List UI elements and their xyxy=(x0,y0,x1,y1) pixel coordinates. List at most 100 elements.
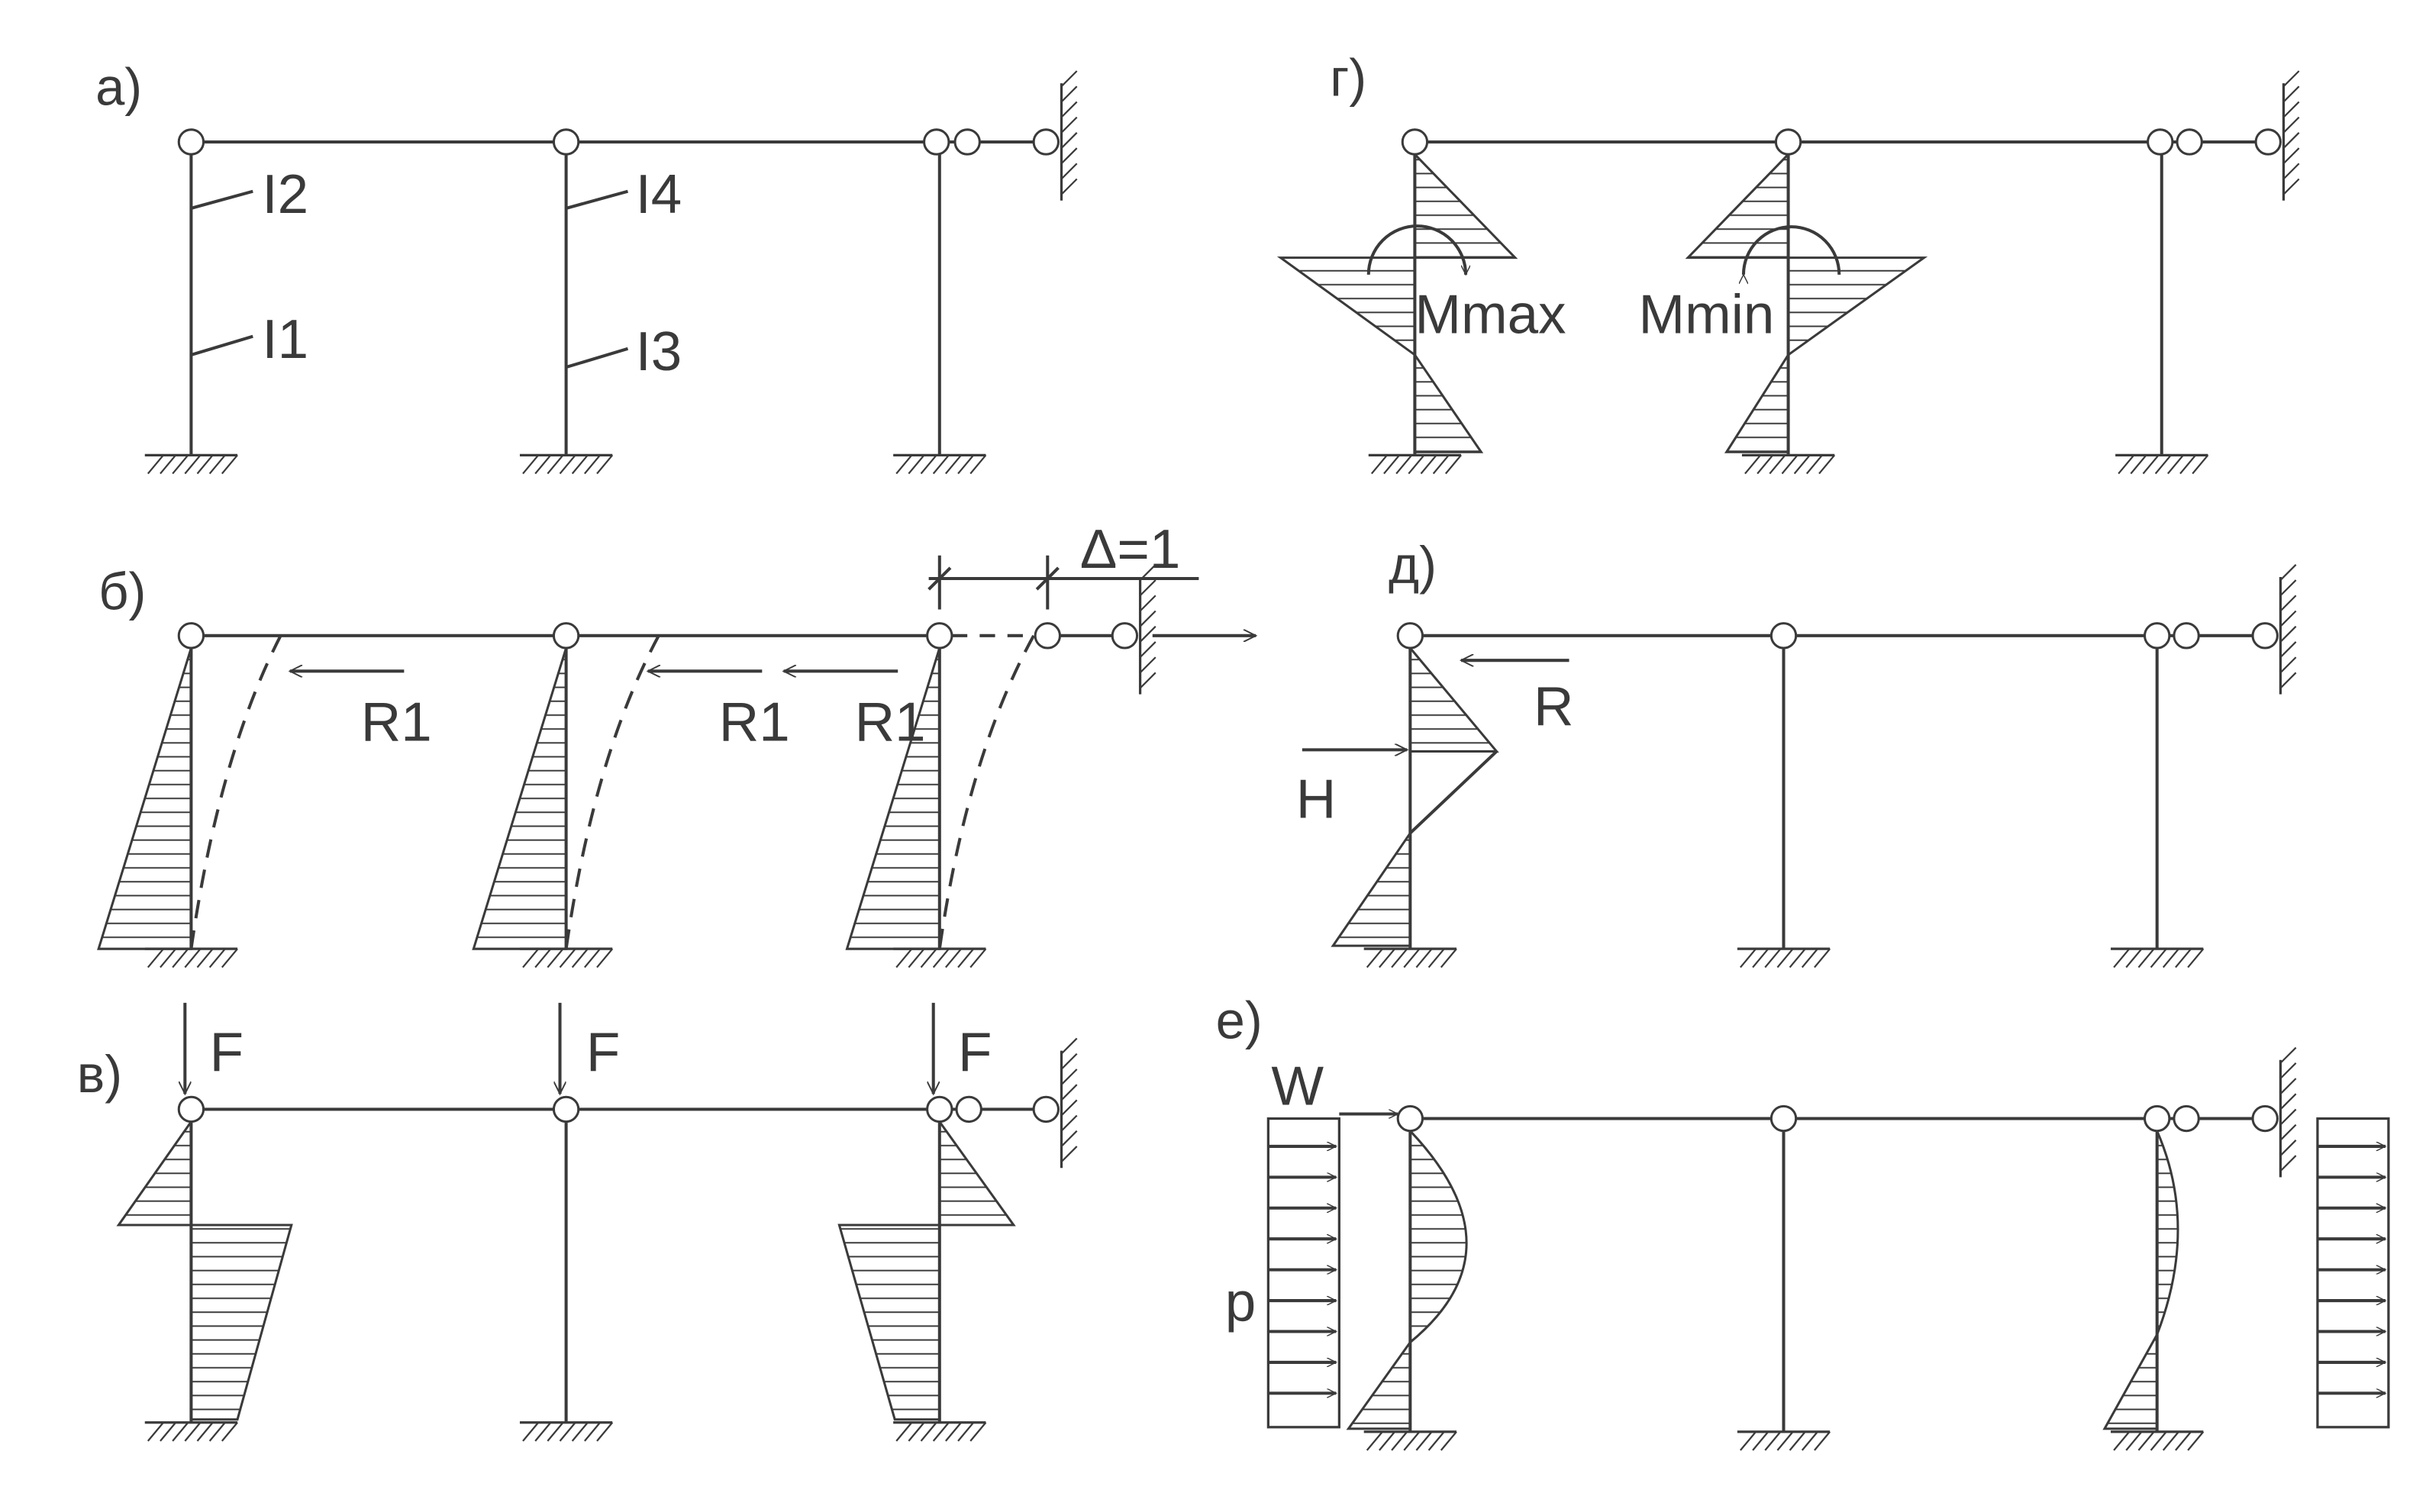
leader-line xyxy=(566,347,629,369)
moment-diagram xyxy=(1346,1127,1468,1430)
reaction-label: R1 xyxy=(361,691,432,753)
force-label: F xyxy=(958,1021,992,1083)
force-label: F xyxy=(586,1021,620,1083)
moment-diagram xyxy=(1413,351,1484,453)
ground-support xyxy=(144,453,239,476)
deflected-shape xyxy=(564,634,660,949)
hinge xyxy=(2147,128,2174,156)
hinge xyxy=(1396,1104,1424,1133)
member-label-i4: I4 xyxy=(636,163,682,225)
hinge xyxy=(926,1095,953,1124)
force-label: W xyxy=(1271,1055,1324,1117)
moment-diagram xyxy=(97,647,192,950)
wall-support xyxy=(1138,563,1157,696)
hinge xyxy=(552,622,580,650)
load-arrows-left xyxy=(1268,1146,1336,1393)
ground-support xyxy=(1363,947,1458,969)
reaction-label: R xyxy=(1534,675,1574,737)
panel-v: в) F F F xyxy=(77,1002,1079,1443)
hinge xyxy=(1032,1095,1060,1124)
moment-diagram xyxy=(1276,256,1416,357)
ground-support xyxy=(1736,1430,1831,1452)
member-label-i3: I3 xyxy=(636,321,682,382)
moment-diagram xyxy=(837,1223,941,1421)
member-label-i2: I2 xyxy=(262,163,308,225)
hinge xyxy=(2144,622,2171,650)
ground-support xyxy=(892,1421,988,1443)
ground-support xyxy=(1736,947,1831,969)
leader-line xyxy=(190,334,253,356)
hinge xyxy=(177,1095,205,1124)
moment-arrow xyxy=(1366,224,1466,275)
panel-g-label: г) xyxy=(1330,48,1366,107)
moment-diagram xyxy=(1724,350,1790,453)
ground-support xyxy=(518,1421,614,1443)
leader-line xyxy=(190,189,253,210)
force-label: H xyxy=(1296,768,1337,830)
moment-diagram xyxy=(189,1223,293,1421)
hinge xyxy=(1032,128,1060,156)
deflected-shape xyxy=(189,634,282,949)
moment-arrow xyxy=(1744,225,1841,275)
load-label: p xyxy=(1225,1271,1256,1333)
wall-support xyxy=(2282,69,2301,202)
ground-support xyxy=(1740,453,1836,476)
reaction-label: R1 xyxy=(719,691,790,753)
ground-support xyxy=(144,947,239,969)
hinge xyxy=(2144,1104,2171,1133)
moment-diagram xyxy=(938,1117,1016,1227)
dimension-tick xyxy=(1035,566,1060,591)
moment-label-min: Mmin xyxy=(1639,284,1775,346)
moment-diagram xyxy=(1685,151,1790,260)
dimension-tick xyxy=(927,566,952,591)
wall-support xyxy=(2279,1046,2298,1178)
hinge xyxy=(177,622,205,650)
panel-d: д) R H xyxy=(1296,536,2298,969)
panel-g: г) Mmax Mmin xyxy=(1276,48,2301,476)
reaction-label: R1 xyxy=(855,691,926,753)
moment-diagram xyxy=(1413,151,1518,260)
displacement-label: Δ=1 xyxy=(1080,518,1181,580)
moment-diagram xyxy=(1787,256,1928,357)
hinge xyxy=(955,1095,982,1124)
panel-d-label: д) xyxy=(1389,536,1437,595)
panel-a: а) I2 I1 I4 I3 xyxy=(95,57,1079,476)
ground-support xyxy=(1367,453,1463,476)
hinge xyxy=(1774,128,1802,156)
hinge xyxy=(923,128,950,156)
ground-support xyxy=(892,453,988,476)
leader-line xyxy=(566,189,629,210)
ground-support xyxy=(2109,947,2205,969)
panel-e: е) xyxy=(1216,991,2390,1452)
wall-support xyxy=(2279,563,2298,696)
moment-diagram xyxy=(472,647,568,950)
distributed-load-right xyxy=(2316,1117,2390,1429)
ground-support xyxy=(518,947,614,969)
wall-support xyxy=(1060,69,1079,202)
hinge xyxy=(1111,622,1139,650)
force-label: F xyxy=(210,1021,244,1083)
hinge xyxy=(1769,622,1798,650)
ground-support xyxy=(1363,1430,1458,1452)
hinge xyxy=(177,128,205,156)
hinge xyxy=(2251,622,2279,650)
deflected-shape xyxy=(937,634,1035,949)
moment-diagram xyxy=(116,1117,192,1227)
ground-support xyxy=(518,453,614,476)
hinge xyxy=(552,1095,580,1124)
hinge xyxy=(2173,622,2200,650)
moment-diagram xyxy=(1331,829,1411,947)
ground-support xyxy=(2109,1430,2205,1452)
ground-support xyxy=(892,947,988,969)
hinge xyxy=(2173,1104,2200,1133)
hinge xyxy=(1401,128,1429,156)
ground-support xyxy=(2114,453,2210,476)
member-label-i1: I1 xyxy=(262,308,308,370)
hinge xyxy=(1034,622,1061,650)
ground-support xyxy=(144,1421,239,1443)
panel-v-label: в) xyxy=(77,1045,122,1104)
hinge xyxy=(1396,622,1424,650)
panel-e-label: е) xyxy=(1216,991,1263,1049)
hinge xyxy=(552,128,580,156)
